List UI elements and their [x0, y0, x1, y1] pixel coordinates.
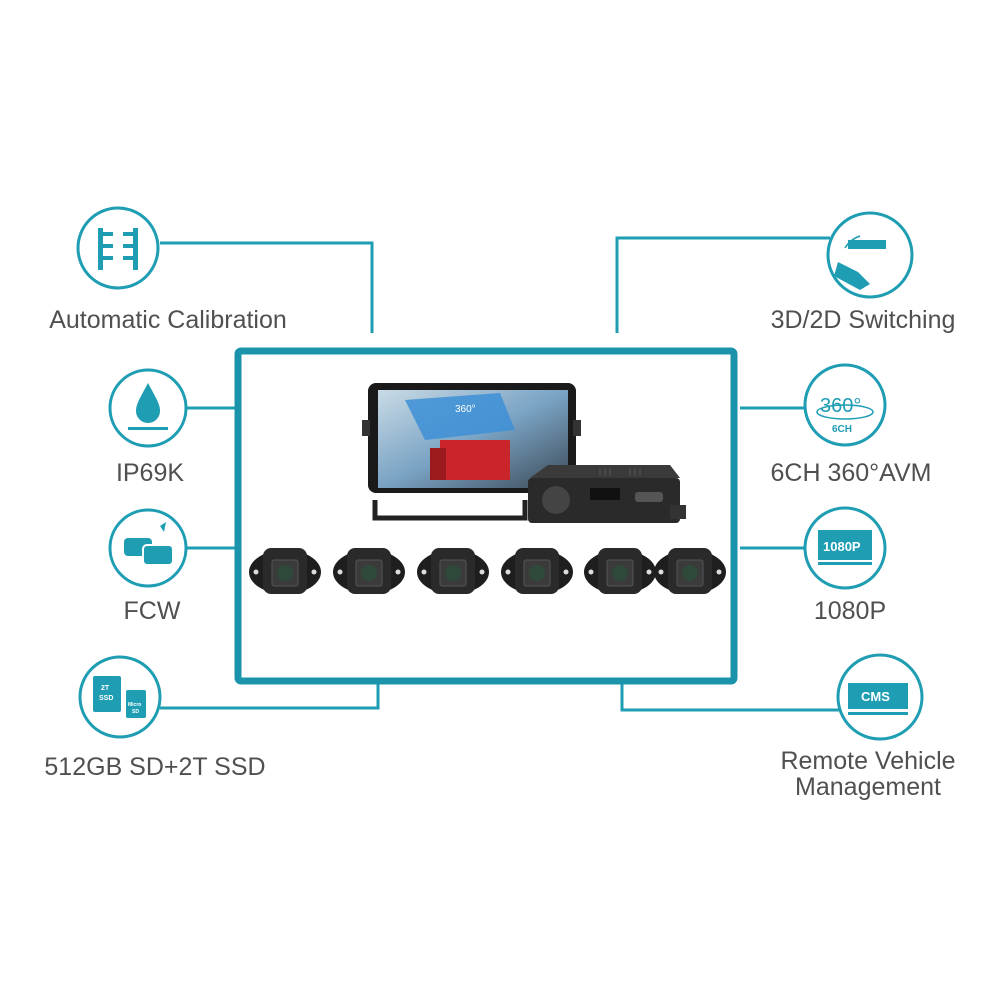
camera-image	[501, 548, 573, 594]
ladder-calibration-icon	[76, 206, 160, 290]
monitor-image: 360°	[362, 383, 581, 521]
camera-image	[654, 548, 726, 594]
feature-label-1080p: 1080P	[814, 597, 886, 625]
icon-text-micro: Micro	[128, 702, 141, 708]
dvr-unit-image	[528, 465, 686, 523]
camera-image	[417, 548, 489, 594]
feature-label-3d2d-switching: 3D/2D Switching	[771, 306, 956, 334]
camera-image	[249, 548, 321, 594]
feature-label-remote-vehicle: Remote Vehicle	[780, 747, 955, 775]
feature-label-storage: 512GB SD+2T SSD	[44, 753, 265, 781]
icon-text-1080p: 1080P	[823, 539, 861, 554]
feature-label-fcw: FCW	[124, 597, 181, 625]
monitor-360-badge: 360°	[455, 404, 476, 415]
icon-text-sd: SD	[132, 709, 139, 715]
feature-label-automatic-calibration: Automatic Calibration	[49, 306, 287, 334]
icon-glyphs: 2T SSD Micro SD 360° 6CH 1080P CMS	[93, 228, 908, 718]
feature-label-ip69k: IP69K	[116, 459, 184, 487]
icon-text-360: 360°	[820, 395, 861, 417]
camera-image	[584, 548, 656, 594]
camera-row	[249, 548, 726, 594]
icon-text-cms: CMS	[861, 689, 890, 704]
camera-image	[333, 548, 405, 594]
truck-switch-icon	[826, 211, 914, 299]
feature-label-360-avm: 6CH 360°AVM	[771, 459, 932, 487]
icon-text-2t: 2T	[101, 685, 110, 692]
icon-text-6ch: 6CH	[832, 424, 852, 435]
feature-label-management: Management	[795, 773, 941, 801]
icon-text-ssd: SSD	[99, 695, 113, 702]
